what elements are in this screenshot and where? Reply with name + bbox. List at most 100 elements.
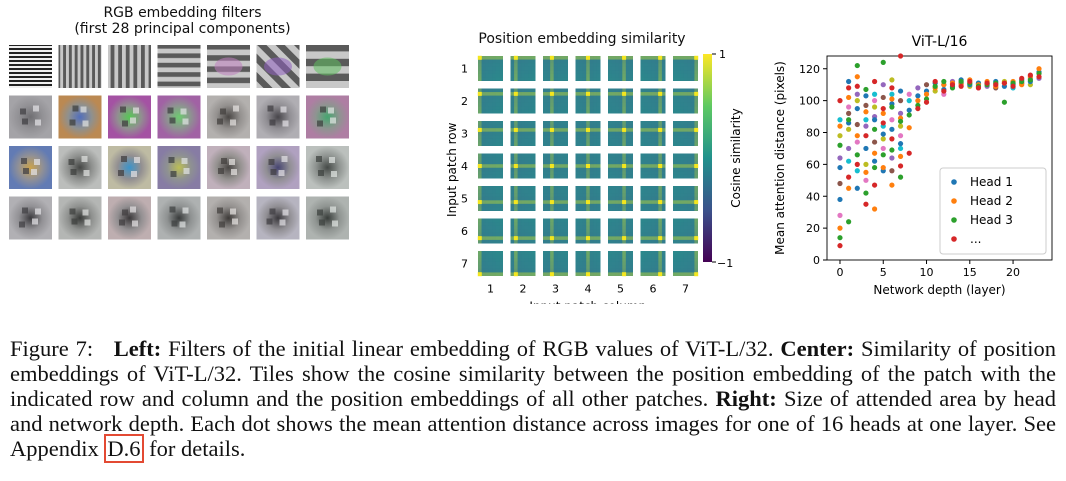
data-point xyxy=(880,59,886,65)
data-point xyxy=(923,99,930,105)
y-tick-label: 20 xyxy=(806,222,820,235)
similarity-tile xyxy=(543,186,568,211)
data-point xyxy=(1019,75,1025,81)
data-point xyxy=(854,152,860,158)
data-point xyxy=(854,133,860,139)
legend xyxy=(939,167,1047,255)
filter-tile xyxy=(9,95,52,139)
col-tick-label: 5 xyxy=(617,283,624,296)
similarity-tile xyxy=(510,55,536,81)
filter-tile xyxy=(207,196,250,240)
y-tick-label: 100 xyxy=(799,95,820,108)
data-point xyxy=(863,102,869,109)
data-point xyxy=(837,155,843,161)
data-point xyxy=(846,174,852,180)
filter-tile xyxy=(157,196,201,240)
data-point xyxy=(871,117,878,123)
data-point xyxy=(880,105,886,112)
appendix-link[interactable]: D.6 xyxy=(104,434,144,463)
filter-tile xyxy=(207,45,250,88)
caption-center-text: Similarity of position embeddings of ViT… xyxy=(10,336,1056,411)
filter-tile xyxy=(256,146,300,189)
data-point xyxy=(897,98,904,104)
filter-tile xyxy=(58,45,102,88)
similarity-tile xyxy=(673,218,699,244)
data-point xyxy=(889,85,895,91)
caption-left-text: Filters of the initial linear embedding … xyxy=(168,336,774,361)
data-point xyxy=(915,85,921,91)
col-tick-label: 2 xyxy=(520,283,527,296)
row-axis-label: Input patch row xyxy=(445,122,459,217)
filter-tile xyxy=(157,146,201,189)
filters-title: RGB embedding filters (first 28 principa… xyxy=(10,5,355,37)
data-point xyxy=(906,112,912,118)
caption-center-label: Center: xyxy=(780,336,855,361)
data-point xyxy=(1010,83,1016,89)
filter-tile xyxy=(256,45,300,88)
similarity-tile xyxy=(477,186,503,211)
x-tick-label: 10 xyxy=(920,266,934,279)
data-point xyxy=(906,125,912,131)
x-tick-label: 5 xyxy=(880,266,887,279)
data-point xyxy=(854,161,860,167)
similarity-tile xyxy=(640,186,666,211)
caption-right-text: Size of attended area by head and networ… xyxy=(10,386,1057,461)
data-point xyxy=(863,190,869,196)
similarity-tile xyxy=(608,153,633,179)
filters-title-line2: (first 28 principal components) xyxy=(74,21,291,37)
data-point xyxy=(837,142,843,148)
data-point xyxy=(837,180,843,187)
data-point xyxy=(915,105,921,112)
similarity-tile xyxy=(510,88,536,114)
data-point xyxy=(880,94,886,101)
similarity-tile xyxy=(575,251,601,277)
data-point xyxy=(889,77,895,83)
similarity-tile xyxy=(673,251,699,277)
similarity-tile xyxy=(543,153,568,179)
data-point xyxy=(871,164,878,171)
similarity-tile xyxy=(575,186,601,211)
filter-tile xyxy=(58,146,102,189)
similarity-tile xyxy=(543,121,568,146)
similarity-tile xyxy=(477,55,503,81)
data-point xyxy=(871,126,878,132)
data-point xyxy=(871,91,878,97)
colorbar xyxy=(703,54,712,262)
data-point xyxy=(854,62,860,69)
legend-label: Head 3 xyxy=(970,213,1013,227)
data-point xyxy=(846,110,852,116)
filter-tile xyxy=(9,196,52,240)
caption-fig-label: Figure 7: xyxy=(10,336,94,361)
data-point xyxy=(871,158,878,164)
filter-tile xyxy=(306,45,349,88)
filter-tile xyxy=(306,95,349,139)
col-tick-label: 4 xyxy=(585,283,592,296)
data-point xyxy=(1036,74,1042,80)
data-point xyxy=(846,85,852,91)
filter-tile xyxy=(108,196,151,240)
data-point xyxy=(897,163,904,169)
similarity-tile xyxy=(575,153,601,179)
data-point xyxy=(880,82,886,88)
data-point xyxy=(906,107,912,113)
similarity-tile xyxy=(510,251,536,277)
data-point xyxy=(863,177,869,183)
data-point xyxy=(863,117,869,123)
data-point xyxy=(854,83,860,89)
data-point xyxy=(846,158,852,164)
data-point xyxy=(880,164,886,171)
similarity-tile xyxy=(673,153,699,179)
data-point xyxy=(854,139,860,145)
data-point xyxy=(837,123,843,129)
data-point xyxy=(889,91,895,97)
similarity-tile xyxy=(510,218,536,244)
x-tick-label: 0 xyxy=(836,266,843,279)
data-point xyxy=(958,83,964,89)
similarity-tile xyxy=(608,121,633,146)
data-point xyxy=(871,182,878,188)
similarity-tile xyxy=(608,55,633,81)
data-point xyxy=(871,139,878,145)
col-tick-label: 7 xyxy=(682,283,689,296)
filter-tile xyxy=(108,45,151,88)
data-point xyxy=(863,161,869,167)
